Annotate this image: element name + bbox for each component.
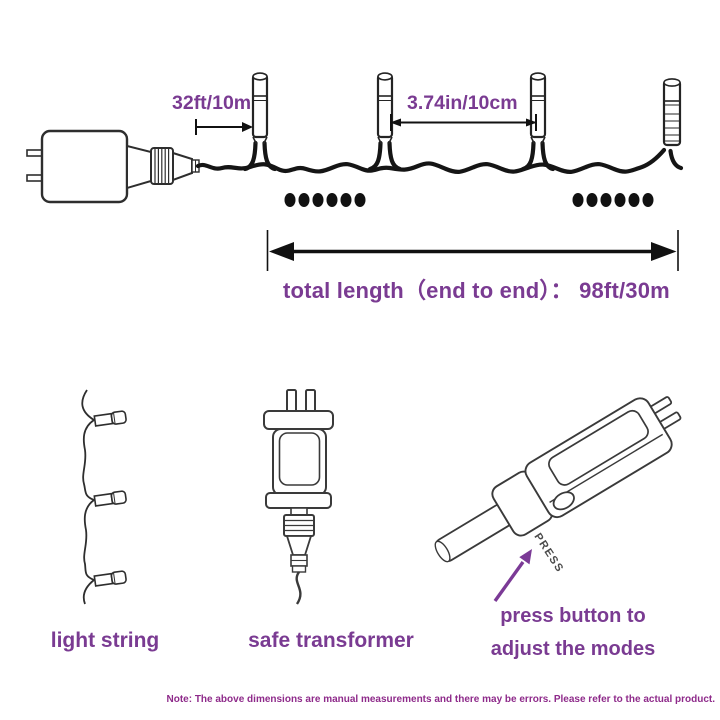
continuation-dots-right (572, 193, 654, 207)
adapter-plug-tip (172, 151, 193, 182)
transformer-panel (278, 432, 321, 486)
light-bulb (529, 71, 547, 146)
controller-illustration: PRESS (434, 396, 682, 602)
string-bulb (93, 570, 127, 587)
controller-panel (548, 409, 649, 486)
adapter-prong (26, 149, 44, 157)
transformer-flange (265, 492, 332, 509)
measure-label-adapter-to-first-bulb: 32ft/10m (172, 92, 252, 114)
transformer-cap (263, 410, 334, 430)
measure-label-bulb-spacing: 3.74in/10cm (407, 92, 518, 114)
string-lights-dimension-illustration (26, 71, 684, 271)
light-bulb (376, 71, 394, 146)
light-bulb (251, 71, 269, 146)
string-bulb (93, 490, 127, 507)
adapter-nose (126, 144, 152, 190)
measure-arrow-spacing (390, 114, 537, 131)
controller-caption-line1: press button to (500, 605, 646, 627)
total-length-arrow (266, 230, 679, 271)
continuation-dots-left (284, 193, 366, 207)
press-button-engraving: PRESS (531, 531, 565, 575)
disclaimer-note: Note: The above dimensions are manual me… (166, 694, 715, 705)
transformer-illustration (263, 389, 334, 605)
transformer-cord (295, 571, 302, 605)
adapter-prong (26, 174, 44, 182)
transformer-label: safe transformer (248, 629, 414, 652)
end-connector-icon (662, 78, 682, 147)
total-length-label: total length（end to end）： 98ft/30m (283, 278, 670, 303)
string-wire (81, 389, 96, 605)
controller-caption-line2: adjust the modes (490, 638, 656, 660)
string-bulb (93, 410, 127, 427)
adapter-body (40, 129, 129, 204)
power-adapter-icon (26, 129, 200, 204)
light-string-label: light string (50, 629, 160, 652)
measure-arrow-lead (195, 119, 253, 135)
press-arrow (493, 549, 532, 602)
light-string-illustration (81, 389, 127, 605)
press-button[interactable] (550, 489, 577, 513)
